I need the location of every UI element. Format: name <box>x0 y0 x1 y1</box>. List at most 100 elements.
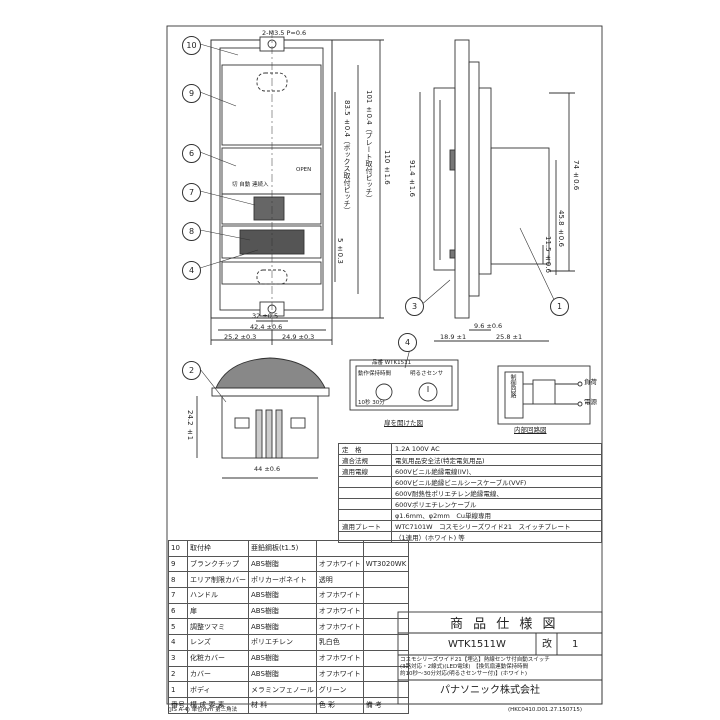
spec-row: 適合法規電気用品安全法(特定電気用品) <box>338 454 602 466</box>
hold-time-scale: 10秒 30分 <box>358 400 385 406</box>
parts-cell-material: ABS樹脂 <box>248 665 317 683</box>
open-product-line: 品番 WTK1511 <box>372 360 412 366</box>
parts-cell-note <box>362 618 410 636</box>
parts-cell-material: ABS樹脂 <box>248 555 317 573</box>
parts-cell-color: オフホワイト <box>315 665 364 683</box>
description-line-2: (3路対応・2線式)(LED電球) 【換気扇連動保持時間 <box>400 664 529 670</box>
callout-8: 8 <box>182 222 201 241</box>
callout-9: 9 <box>182 84 201 103</box>
dim-91-4: 91.4 ±1.6 <box>408 160 416 197</box>
dim-11-5: 11.5 ±0.6 <box>544 236 552 273</box>
parts-cell-name: 化粧カバー <box>187 649 249 667</box>
spec-value: φ1.6mm、φ2mm Cu単線専用 <box>391 509 602 521</box>
parts-cell-material: ABS樹脂 <box>248 649 317 667</box>
dim-110: 110 ±1.6 <box>383 150 391 185</box>
parts-cell-name: カバー <box>187 665 249 683</box>
parts-cell-no: 5 <box>168 618 188 636</box>
parts-cell-color: 透明 <box>315 571 364 589</box>
open-mark: OPEN <box>296 167 312 173</box>
open-view-caption: 扉を開けた図 <box>384 419 423 427</box>
dim-25-2: 25.2 ±0.3 <box>224 333 257 341</box>
parts-cell-material: ポリエチレン <box>248 634 317 651</box>
parts-header-row: 番号構 成 要 素材 料色 彩備 考 <box>168 696 410 714</box>
parts-cell-color: 乳白色 <box>315 634 364 651</box>
parts-cell-color: オフホワイト <box>315 618 364 636</box>
dim-25-8: 25.8 ±1 <box>496 333 523 341</box>
parts-cell-material: ABS樹脂 <box>248 618 317 636</box>
front-view <box>210 30 384 345</box>
parts-cell-note <box>362 634 410 651</box>
spec-value: 電気用品安全法(特定電気用品) <box>391 454 602 466</box>
parts-cell-no: 4 <box>168 634 188 651</box>
spec-value: 600Vビニル絶縁電線(IV)、 <box>391 465 602 477</box>
parts-cell-note: WT3020WK <box>362 555 410 573</box>
parts-cell-no: 6 <box>168 602 188 620</box>
revision-number: 1 <box>572 639 579 650</box>
switch-labels: 切 自動 連続入 <box>232 182 269 188</box>
callout-2: 2 <box>182 361 201 380</box>
parts-cell-note <box>362 602 410 620</box>
parts-cell-note <box>362 540 410 557</box>
dim-101: 101 ±0.4（プレート取付ピッチ） <box>365 90 373 202</box>
callout-4b: 4 <box>398 333 417 352</box>
parts-cell-color: グリーン <box>315 681 364 698</box>
spec-value: 600Vポリエチレンケーブル <box>391 498 602 510</box>
brightness-label: 明るさセンサ <box>410 371 444 377</box>
footer-right: (HKC0410.D01.27.150715) <box>508 707 583 713</box>
open-door-view <box>349 359 459 411</box>
hold-time-label: 動作保持時間 <box>358 371 392 377</box>
spec-label: 適用プレート <box>338 520 392 532</box>
spec-value: （1連用）(ホワイト) 等 <box>391 531 602 543</box>
parts-cell-name: レンズ <box>187 634 249 651</box>
parts-cell-color: 色 彩 <box>315 696 364 714</box>
load-label: 負荷 <box>584 378 597 386</box>
circuit-diagram <box>497 365 591 425</box>
spec-label: 適合法規 <box>338 454 392 466</box>
spec-label <box>338 487 392 499</box>
spec-row: 600Vビニル絶縁ビニルシースケーブル(VVF) <box>338 476 602 488</box>
dim-42-4: 42.4 ±0.6 <box>250 323 283 331</box>
spec-value: 1.2A 100V AC <box>391 443 602 455</box>
model-number: WTK1511W <box>448 639 506 650</box>
spec-label <box>338 476 392 488</box>
bottom-view <box>196 357 330 479</box>
parts-cell-no: 8 <box>168 571 188 589</box>
parts-cell-no: 2 <box>168 665 188 683</box>
spec-value: WTC7101W コスモシリーズワイド21 スイッチプレート <box>391 520 602 532</box>
control-circuit-label: 制御回路 <box>509 374 516 398</box>
dim-83-5: 83.5 ±0.4（ボックス取付ピッチ） <box>343 100 351 214</box>
revision-label: 改 <box>542 639 552 650</box>
callout-7: 7 <box>182 183 201 202</box>
dim-44: 44 ±0.6 <box>254 465 281 473</box>
spec-value: 600V耐熱性ポリエチレン絶縁電線、 <box>391 487 602 499</box>
parts-cell-name: ハンドル <box>187 587 249 604</box>
footer-left: (JIS A-4) 単位mm 第三角法 <box>168 707 238 713</box>
callout-3: 3 <box>405 297 424 316</box>
parts-cell-note <box>362 571 410 589</box>
callout-4a: 4 <box>182 261 201 280</box>
description-line-1: コスモシリーズワイド21【埋込】熱線センサ付自動スイッチ <box>400 657 550 663</box>
dim-24-2: 24.2 ±1 <box>186 410 194 441</box>
spec-value: 600Vビニル絶縁ビニルシースケーブル(VVF) <box>391 476 602 488</box>
spec-label: 適用電線 <box>338 465 392 477</box>
parts-cell-color: オフホワイト <box>315 602 364 620</box>
company-name: パナソニック株式会社 <box>440 685 540 696</box>
parts-cell-name: ボディ <box>187 681 249 698</box>
callout-10: 10 <box>182 36 201 55</box>
parts-cell-note: 備 考 <box>362 696 410 714</box>
dim-5: 5 ±0.3 <box>336 238 344 264</box>
parts-cell-no: 1 <box>168 681 188 698</box>
dim-74: 74 ±0.6 <box>572 160 580 191</box>
